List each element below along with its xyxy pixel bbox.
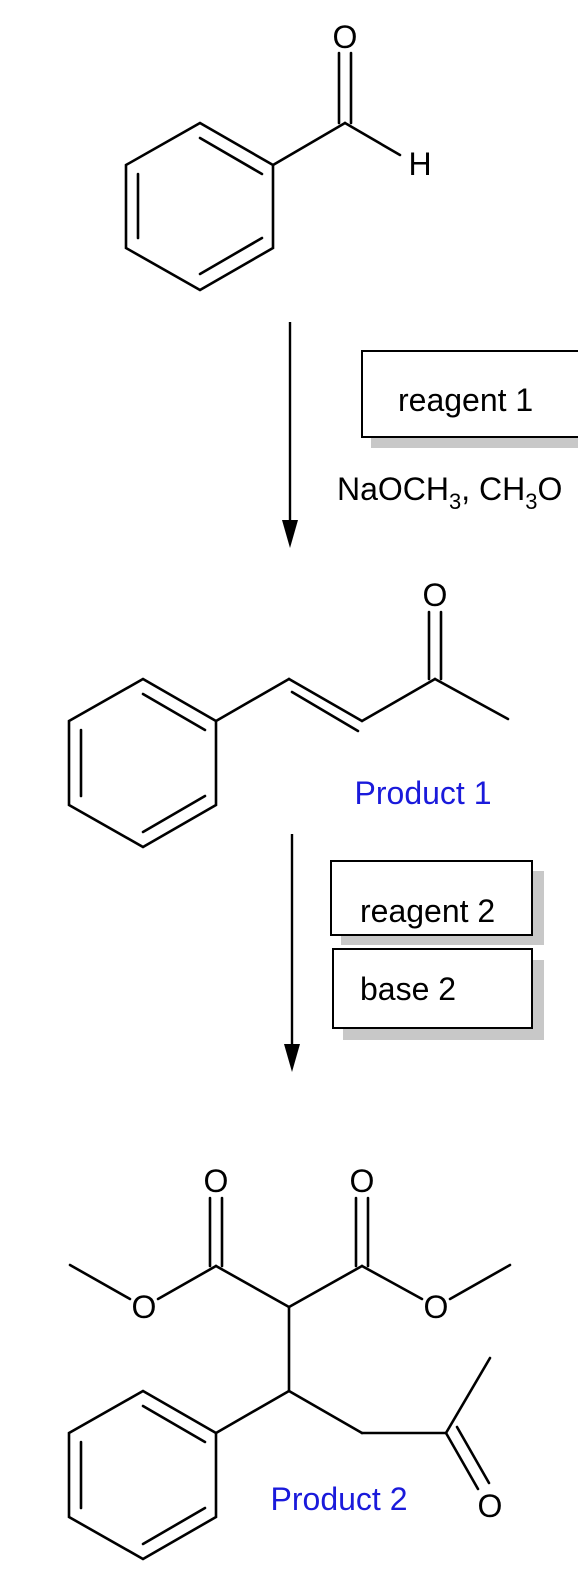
reagent-2-box: reagent 2 xyxy=(330,860,544,945)
oxygen-atom-label: O xyxy=(423,577,448,613)
product-1-structure: O xyxy=(67,577,510,849)
reagent-1-box: reagent 1 xyxy=(361,350,578,448)
oxygen-atom-label: O xyxy=(204,1163,229,1199)
reagent-2-label: reagent 2 xyxy=(360,893,495,929)
oxygen-atom-label: O xyxy=(350,1163,375,1199)
hydrogen-atom-label: H xyxy=(408,146,431,182)
oxygen-atom-label: O xyxy=(424,1289,449,1325)
reagent-1-label: reagent 1 xyxy=(398,382,533,418)
reaction-arrow-1 xyxy=(282,322,298,548)
benzaldehyde-structure: O H xyxy=(124,19,432,292)
product-2-structure: O O O O O xyxy=(67,1163,512,1561)
reaction-arrow-2 xyxy=(284,834,300,1072)
base-2-label: base 2 xyxy=(360,971,456,1007)
oxygen-atom-label: O xyxy=(478,1488,503,1524)
product-1-label: Product 1 xyxy=(355,775,492,811)
product-2-label: Product 2 xyxy=(271,1481,408,1517)
oxygen-atom-label: O xyxy=(333,19,358,55)
base-2-box: base 2 xyxy=(332,948,544,1040)
oxygen-atom-label: O xyxy=(132,1289,157,1325)
step-1-conditions: NaOCH3, CH3O xyxy=(337,471,562,514)
